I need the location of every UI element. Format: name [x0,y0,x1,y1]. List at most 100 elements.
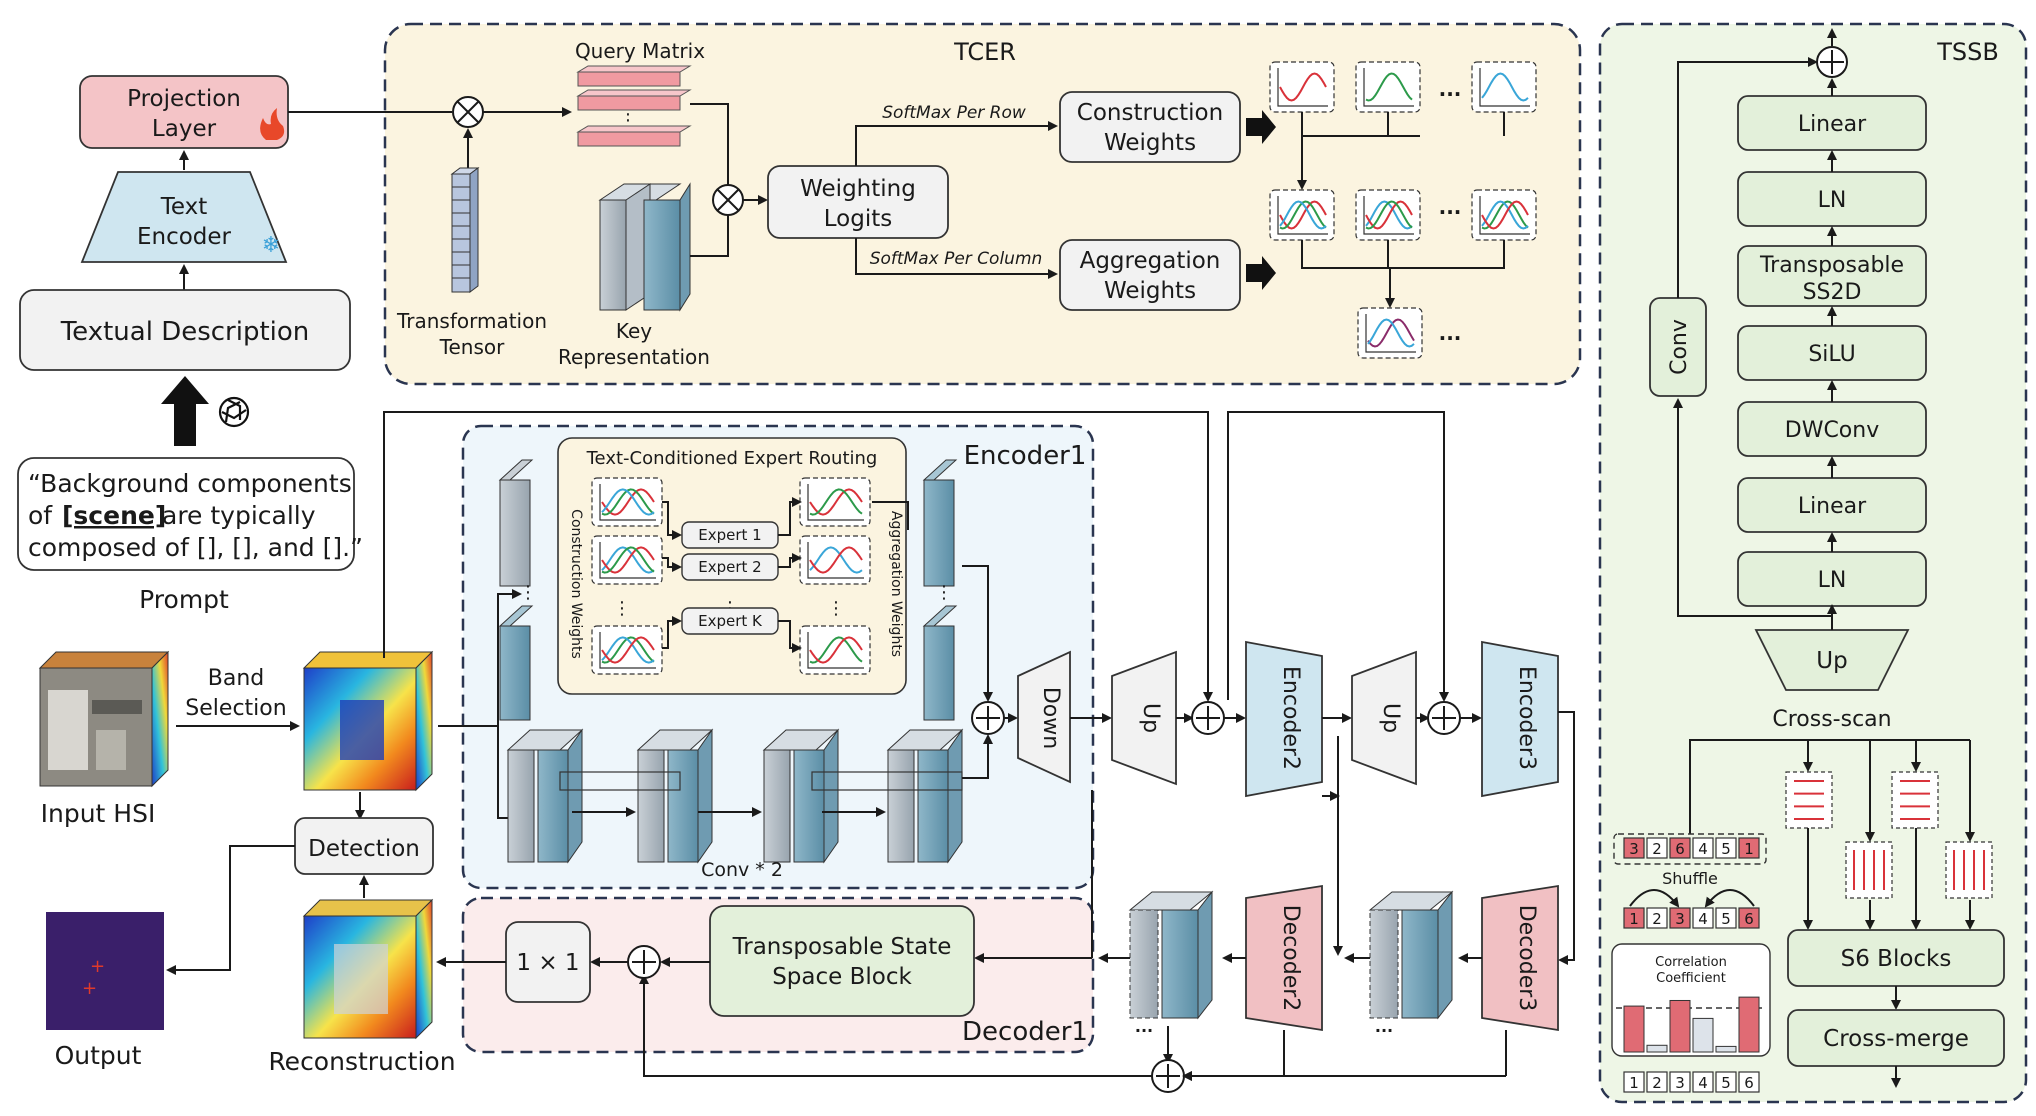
prompt-scene: [scene] [62,501,166,530]
enc1-vdots-5: ⋮ [935,582,953,603]
sum-op-1 [1191,701,1225,735]
band-selection-l1: Band [208,666,264,691]
arrow-detection-output [166,845,295,975]
conv2-label: Conv * 2 [701,859,783,881]
dec2-slab-dots: ... [1135,1017,1153,1036]
shuffled-cells-cell-3 [1623,837,1645,859]
arrow-logits-aggregation [855,238,1058,279]
skip-line-2 [1227,411,1449,702]
input-hsi-label: Input HSI [41,799,156,828]
shuffled-cells-cell-5 [1715,837,1737,859]
arrow-conv-sum-tssb [1677,57,1818,298]
ranked-cells-text-3: 3 [1675,910,1685,928]
aggregation-v-label: Aggregation Weights [888,511,904,657]
transformation-tensor [450,167,480,293]
conv-slab-1 [506,728,584,864]
shuffled-cells-text-5: 5 [1721,840,1731,858]
decoder3-block [1481,884,1559,1032]
transformation-label-2: Tensor [439,335,505,359]
scan-patterns [1785,771,1993,899]
down-label: Down [1038,687,1063,749]
ordered-cells-cell-4 [1692,1071,1714,1093]
conv-kernel-1 [559,771,681,791]
encoder3-block [1481,640,1559,798]
ordered-cells-cell-1 [1623,1071,1645,1093]
sum-op-tssb [1816,46,1848,78]
arrow-enc1-top [497,589,522,726]
ordered-cells-text-4: 4 [1698,1074,1708,1092]
encoder1-curve-tiles [591,477,871,675]
ordered-cells-text-2: 2 [1652,1074,1662,1092]
ranked-cells-cell-2 [1646,907,1668,929]
arrow-enc1-sum [962,565,993,702]
tssb-stack-block-2: LN [1737,171,1927,227]
enc-tile-in-2 [591,535,663,585]
scan-pattern-4 [1945,841,1993,899]
correlation-box [1611,943,1771,1057]
ranked-cells-text-5: 5 [1721,910,1731,928]
ranked-cells-cell-3 [1669,907,1691,929]
arrow-dec2-bottom-sum [1182,1030,1285,1081]
transformation-label-1: Transformation [396,309,547,333]
shuffled-cells-text-2: 2 [1652,840,1662,858]
tcer-tile-r3 [1357,307,1423,359]
band-selection-l2: Selection [185,696,286,721]
line-key-mult2 [690,214,729,257]
arrow-exp-in-2 [662,557,682,572]
sum-op-enc1 [971,701,1005,735]
shuffled-cells-cell-2 [1646,837,1668,859]
tcer-dots-2: ... [1439,195,1462,219]
textual-description-label: Textual Description [60,317,310,347]
enc-tile-out-k [799,625,871,675]
tcer-tile-r1-a [1269,61,1335,113]
query-matrix: ⋮ [576,65,692,147]
arrow-enc3-dec3 [1558,711,1575,965]
up-label-2: Up [1378,703,1403,733]
text-encoder [80,171,288,263]
correlation-bars [1623,996,1760,1053]
encoder2-block [1245,640,1323,798]
cross-scan-label: Cross-scan [1772,707,1891,732]
weighting-logits [767,165,949,239]
tssb-stack-label-5: DWConv [1785,418,1879,443]
query-matrix-label: Query Matrix [575,39,705,63]
up-block-2 [1351,650,1417,786]
construction-weights [1059,91,1241,163]
sum-op-dec1 [627,945,661,979]
sum-op-bottom [1151,1059,1185,1093]
enc-tile-out-2 [799,535,871,585]
arrow-logits-construction [855,121,1058,166]
down-block [1017,650,1071,784]
tcer-expert-tiles [1269,61,1537,359]
dec2-slabs [1128,890,1214,1020]
expert-2-label: Expert 2 [698,558,761,576]
input-hsi-cube [38,650,170,788]
decoder3-label: Decoder3 [1514,905,1539,1012]
shuffle-arc-1 [1629,889,1680,908]
tssb-stack-block-6: Linear [1737,477,1927,533]
correlation-bar-4 [1692,1017,1714,1053]
ranked-cells-text-1: 1 [1629,910,1639,928]
tssb-conv-label: Conv [1667,319,1692,375]
aggregation-l2: Weights [1104,278,1196,304]
aggregation-weights [1059,239,1241,311]
conv1x1-label: 1 × 1 [516,950,579,976]
tssb-title: TSSB [1936,38,1999,66]
big-up-arrow [161,376,209,446]
ranked-cells-cell-5 [1715,907,1737,929]
shuffle-arc-2 [1704,889,1755,908]
up-block-1 [1111,650,1177,786]
encoder3-label: Encoder3 [1514,666,1539,770]
correlation-l2: Coefficient [1656,971,1726,986]
enc1-vdots-3: ⋮ [827,598,845,619]
ranked-cells-text-2: 2 [1652,910,1662,928]
encoder1-title: Encoder1 [964,441,1087,471]
decoder2-block [1245,884,1323,1032]
tssb-stack: LinearLNTransposableSS2DSiLUDWConvLinear… [1737,95,1927,607]
weighting-logits-l2: Logits [824,206,892,232]
decoder1-title: Decoder1 [962,1017,1088,1047]
text-encoder-l2: Encoder [137,224,232,250]
decoder2-label: Decoder2 [1278,905,1303,1012]
correlation-bar-5 [1715,1045,1737,1053]
